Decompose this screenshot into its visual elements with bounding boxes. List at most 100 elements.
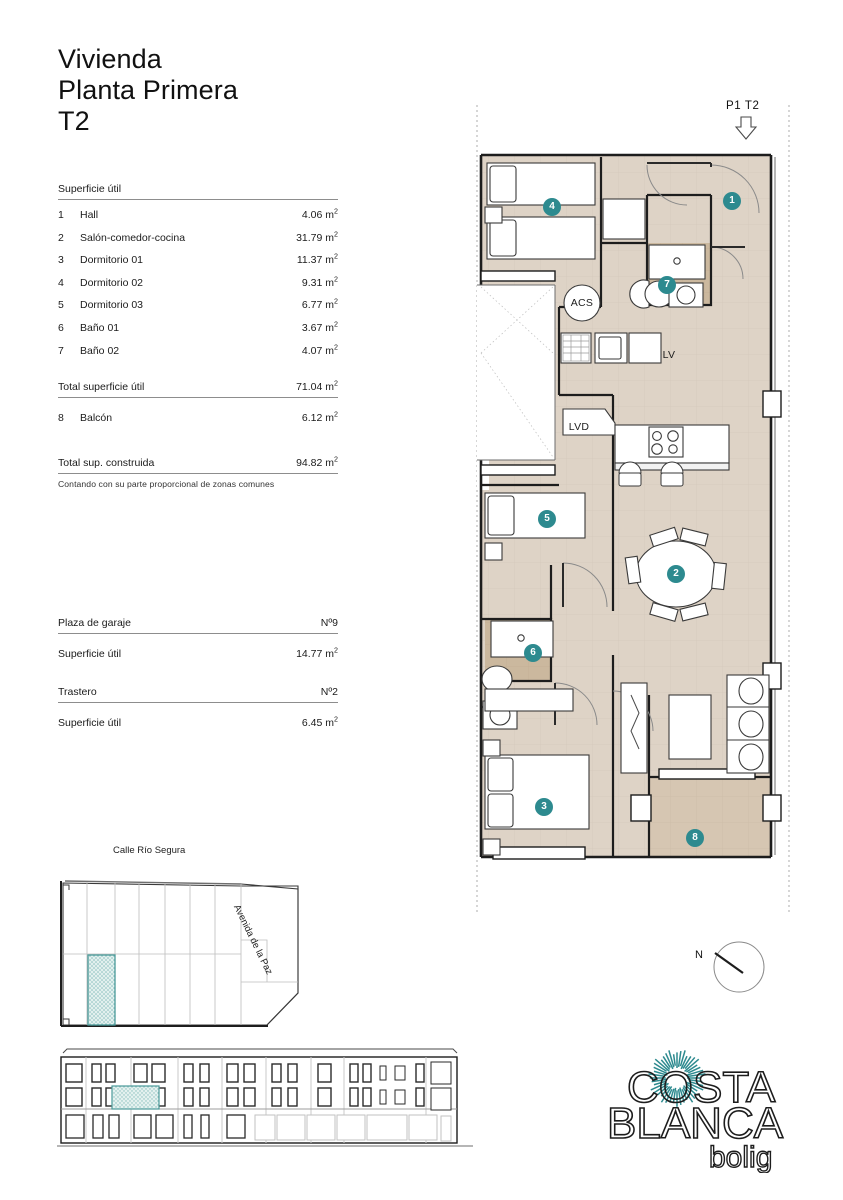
balcony-floor xyxy=(649,777,771,857)
entry-door-swing xyxy=(710,164,760,214)
living-furniture xyxy=(620,674,770,774)
total-built-row: Total sup. construida 94.82 m2 xyxy=(58,455,338,474)
appliance-label-lvd: LVD xyxy=(568,421,590,433)
area-row: 5 Dormitorio 03 6.77 m2 xyxy=(58,297,338,322)
balcony-name: Balcón xyxy=(80,412,113,425)
balcony-number: 8 xyxy=(58,412,64,425)
area-row-value: 4.07 m2 xyxy=(301,343,338,357)
bathroom-01-fixtures xyxy=(481,620,554,730)
area-row-name: Baño 01 xyxy=(80,321,120,334)
street-label-top: Calle Río Segura xyxy=(113,845,186,856)
elevation-highlighted-unit xyxy=(111,1085,160,1110)
storage-area-label: Superficie útil xyxy=(58,717,122,729)
bath-01-door-swing xyxy=(554,682,598,726)
kitchen-counter xyxy=(614,424,730,471)
room-marker-6: 6 xyxy=(524,644,542,662)
balcony-value: 6.12 m2 xyxy=(301,410,338,425)
site-plan-drawing xyxy=(60,880,299,1027)
total-util-label: Total superficie útil xyxy=(58,381,145,394)
logo-drawing: COSTA BLANCA bolig xyxy=(606,1050,785,1175)
area-row-number: 7 xyxy=(58,344,64,357)
area-row-value: 9.31 m2 xyxy=(301,275,338,289)
area-schedule-header: Superficie útil xyxy=(58,183,338,200)
room-marker-2: 2 xyxy=(667,565,685,583)
exterior-walls xyxy=(479,153,773,859)
logo-line-3: bolig xyxy=(709,1141,772,1173)
storage-header: Trastero Nº2 xyxy=(58,686,338,703)
bedroom-01-bed xyxy=(482,739,590,856)
area-row-number: 2 xyxy=(58,231,64,244)
room-marker-3: 3 xyxy=(535,798,553,816)
grille-hatch xyxy=(562,334,590,362)
room-marker-5: 5 xyxy=(538,510,556,528)
building-elevation-drawing xyxy=(57,1048,473,1147)
total-built-value: 94.82 m2 xyxy=(296,455,338,469)
total-util-row: Total superficie útil 71.04 m2 xyxy=(58,379,338,399)
area-row-number: 1 xyxy=(58,209,64,221)
property-boundary xyxy=(476,105,790,915)
total-util-value: 71.04 m2 xyxy=(296,379,338,394)
company-logo: COSTA BLANCA bolig xyxy=(605,1048,820,1175)
garage-storage-block: Plaza de garaje Nº9 Superficie útil 14.7… xyxy=(58,617,338,729)
area-row: 1 Hall 4.06 m2 xyxy=(58,207,338,232)
site-plan: Calle Río Segura Avenida de la Paz xyxy=(55,845,355,1030)
total-built-label: Total sup. construida xyxy=(58,456,155,469)
area-row: 3 Dormitorio 01 11.37 m2 xyxy=(58,252,338,277)
entrance-arrow-icon xyxy=(734,116,758,140)
garage-header: Plaza de garaje Nº9 xyxy=(58,617,338,634)
area-row-value: 11.37 m2 xyxy=(296,252,338,267)
area-row-name: Baño 02 xyxy=(80,344,120,357)
compass-needle-icon xyxy=(714,952,744,974)
area-row: 6 Baño 01 3.67 m2 xyxy=(58,320,338,345)
floor-plan-drawing xyxy=(476,105,790,915)
area-row-name: Dormitorio 03 xyxy=(80,299,144,312)
garage-area-label: Superficie útil xyxy=(58,648,122,660)
area-schedule: Superficie útil 1 Hall 4.06 m2 2 Salón-comed… xyxy=(58,183,338,489)
windows xyxy=(480,270,782,860)
room-marker-1: 1 xyxy=(723,192,741,210)
compass-drawing xyxy=(713,941,765,993)
area-row-number: 3 xyxy=(58,254,64,267)
bedroom-02-beds xyxy=(484,162,596,260)
hall-closet xyxy=(602,198,646,240)
storage-area-value: 6.45 m2 xyxy=(301,715,338,729)
room-marker-8: 8 xyxy=(686,829,704,847)
garage-label: Plaza de garaje xyxy=(58,617,131,629)
area-row-name: Dormitorio 02 xyxy=(80,276,144,289)
bathroom-02-fixtures xyxy=(629,244,706,309)
bar-stools xyxy=(618,461,684,487)
area-row-number: 6 xyxy=(58,321,64,334)
title-line-3: T2 xyxy=(58,106,90,136)
logo-line-2: BLANCA xyxy=(607,1099,784,1148)
appliance-label-acs: ACS xyxy=(570,297,594,309)
laundry-zone xyxy=(560,284,662,364)
bedroom-wardrobe xyxy=(484,688,574,712)
tv-unit xyxy=(620,682,648,774)
area-schedule-header-label: Superficie útil xyxy=(58,183,122,195)
bedroom-03-bed xyxy=(484,492,586,561)
area-row-name: Salón-comedor-cocina xyxy=(80,231,186,244)
area-row-value: 4.06 m2 xyxy=(301,207,338,221)
room-marker-7: 7 xyxy=(658,276,676,294)
storage-label: Trastero xyxy=(58,686,97,698)
compass-rose: N xyxy=(695,935,785,1005)
area-row: 7 Baño 02 4.07 m2 xyxy=(58,343,338,368)
balcony-row: 8 Balcón 6.12 m2 xyxy=(58,410,338,435)
garage-area-value: 14.77 m2 xyxy=(296,646,338,660)
sunburst-icon xyxy=(648,1050,706,1107)
area-row-number: 5 xyxy=(58,299,64,312)
title-line-1: Vivienda xyxy=(58,44,162,74)
area-row-name: Dormitorio 01 xyxy=(80,254,144,267)
room-marker-4: 4 xyxy=(543,198,561,216)
bedroom-05-door-swing xyxy=(562,562,608,608)
area-row-value: 6.77 m2 xyxy=(301,297,338,312)
compass-north-label: N xyxy=(695,949,703,961)
storage-area-row: Superficie útil 6.45 m2 xyxy=(58,715,338,729)
area-row-value: 3.67 m2 xyxy=(301,320,338,334)
area-row-name: Hall xyxy=(80,209,99,221)
title-line-2: Planta Primera xyxy=(58,75,238,105)
